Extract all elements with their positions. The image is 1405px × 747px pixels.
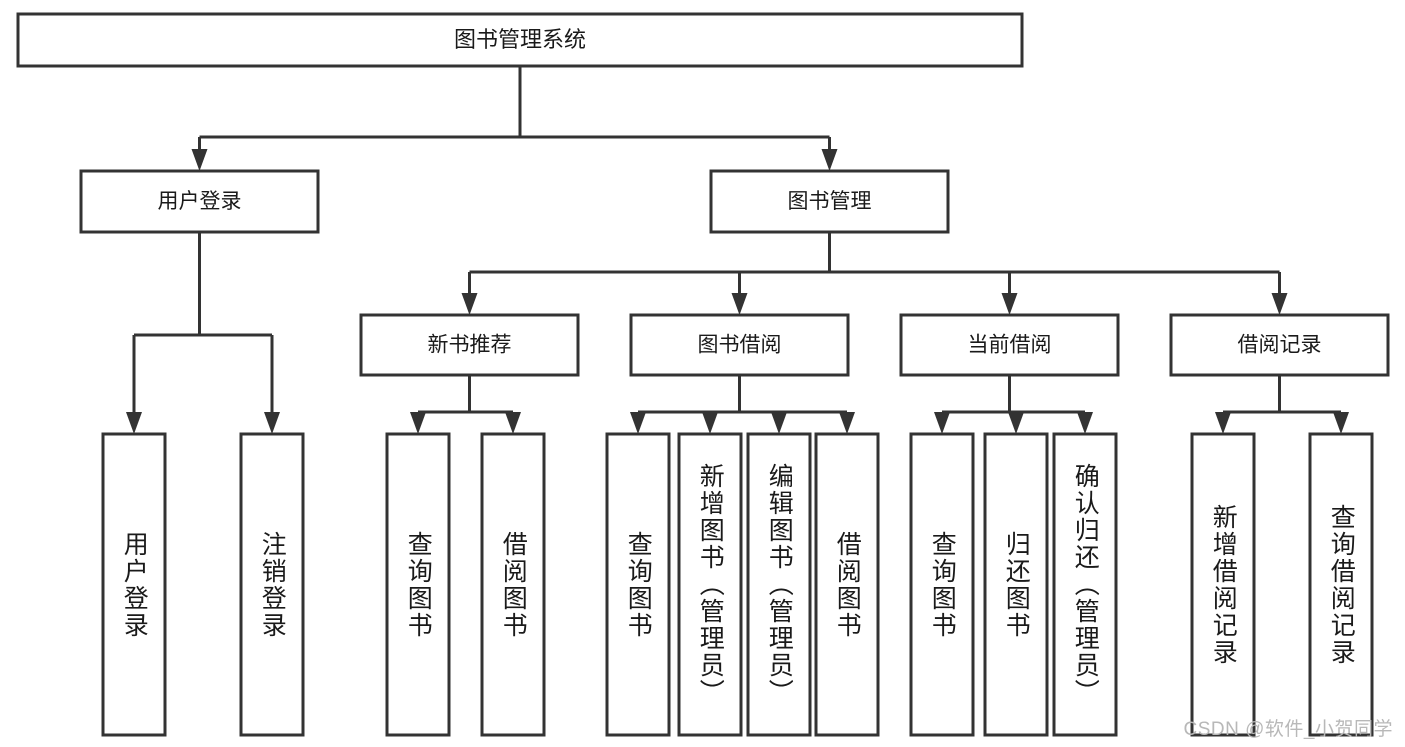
- node-user-login-box[interactable]: [79, 169, 320, 234]
- node-book-manage-label: 图书管理: [788, 190, 872, 213]
- node-current-borrow-label: 当前借阅: [968, 334, 1052, 357]
- node-user-login-label: 用户登录: [158, 190, 242, 213]
- connector-layer: [126, 66, 1349, 434]
- arrow-head-icon: [1008, 412, 1024, 434]
- arrow-head-icon: [1333, 412, 1349, 434]
- arrow-head-icon: [821, 149, 838, 171]
- arrow-head-icon: [934, 412, 950, 434]
- arrow-head-icon: [410, 412, 426, 434]
- node-leaf-query-book-2-box[interactable]: [605, 432, 671, 737]
- arrow-head-icon: [731, 293, 748, 315]
- arrow-head-icon: [1077, 412, 1093, 434]
- node-borrow-record-box[interactable]: [1169, 313, 1390, 377]
- arrow-head-icon: [1271, 293, 1288, 315]
- arrow-head-icon: [702, 412, 718, 434]
- arrow-head-icon: [771, 412, 787, 434]
- node-book-borrow-box[interactable]: [629, 313, 850, 377]
- node-borrow-record-label: 借阅记录: [1238, 334, 1322, 357]
- arrow-head-icon: [264, 412, 280, 434]
- node-leaf-edit-book-box[interactable]: [746, 432, 812, 737]
- arrow-head-icon: [461, 293, 478, 315]
- node-new-book-rec-label: 新书推荐: [428, 334, 512, 357]
- root-node-box[interactable]: [16, 12, 1024, 68]
- arrow-head-icon: [1001, 293, 1018, 315]
- node-leaf-borrow-book-2-box[interactable]: [814, 432, 880, 737]
- node-leaf-add-record-box[interactable]: [1190, 432, 1256, 737]
- node-leaf-user-login-box[interactable]: [101, 432, 167, 737]
- node-book-borrow-label: 图书借阅: [698, 334, 782, 357]
- root-node-label: 图书管理系统: [454, 27, 586, 52]
- node-new-book-rec-box[interactable]: [359, 313, 580, 377]
- arrow-head-icon: [839, 412, 855, 434]
- node-leaf-query-book-3-box[interactable]: [909, 432, 975, 737]
- node-book-manage-box[interactable]: [709, 169, 950, 234]
- arrow-head-icon: [1215, 412, 1231, 434]
- arrow-head-icon: [630, 412, 646, 434]
- node-leaf-return-book-box[interactable]: [983, 432, 1049, 737]
- node-leaf-add-book-box[interactable]: [677, 432, 743, 737]
- arrow-head-icon: [191, 149, 208, 171]
- node-leaf-query-book-1-box[interactable]: [385, 432, 451, 737]
- node-leaf-user-logout-box[interactable]: [239, 432, 305, 737]
- arrow-head-icon: [505, 412, 521, 434]
- node-leaf-borrow-book-1-box[interactable]: [480, 432, 546, 737]
- arrow-head-icon: [126, 412, 142, 434]
- watermark-text: CSDN @软件_小贺同学: [1183, 719, 1393, 740]
- node-current-borrow-box[interactable]: [899, 313, 1120, 377]
- node-leaf-confirm-return-box[interactable]: [1052, 432, 1118, 737]
- node-leaf-query-record-box[interactable]: [1308, 432, 1374, 737]
